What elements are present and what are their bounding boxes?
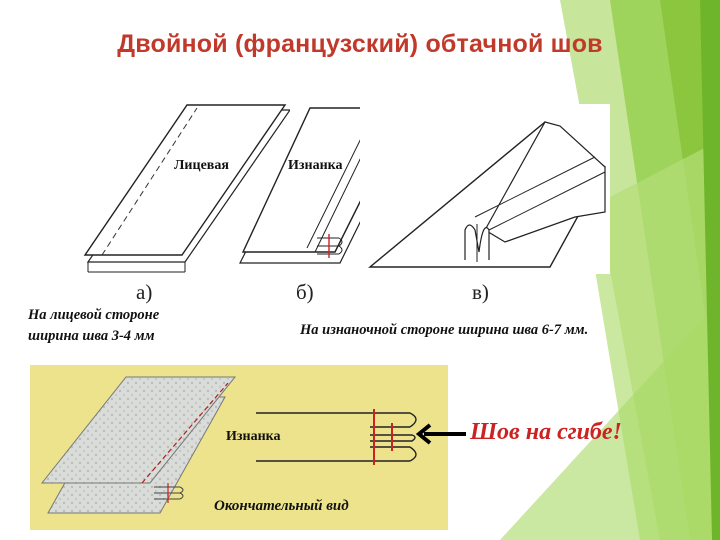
figure-a-face-text: Лицевая	[174, 158, 229, 173]
seam-label: Изнанка	[226, 429, 281, 444]
seam-fold-label: Шов на сгибе!	[470, 419, 622, 445]
caption-left-line2: ширина шва 3-4 мм	[28, 328, 155, 344]
figure-b-face-text: Изнанка	[288, 158, 343, 173]
caption-right: На изнаночной стороне ширина шва 6-7 мм.	[300, 322, 589, 338]
figure-a-drawing	[83, 104, 290, 273]
arrow-left-icon	[415, 423, 466, 445]
bottom-panel-drawing	[40, 376, 417, 514]
figure-a-label: а)	[136, 280, 153, 304]
slide-title: Двойной (французский) обтачной шов	[117, 30, 603, 58]
figure-b-label: б)	[296, 280, 314, 304]
final-view-label: Окончательный вид	[214, 498, 349, 514]
caption-left-line1: На лицевой стороне	[28, 307, 160, 323]
figure-c-drawing	[368, 121, 606, 268]
figure-c-label: в)	[472, 280, 489, 304]
caption-left: На лицевой стороне ширина шва 3-4 мм	[28, 305, 278, 347]
